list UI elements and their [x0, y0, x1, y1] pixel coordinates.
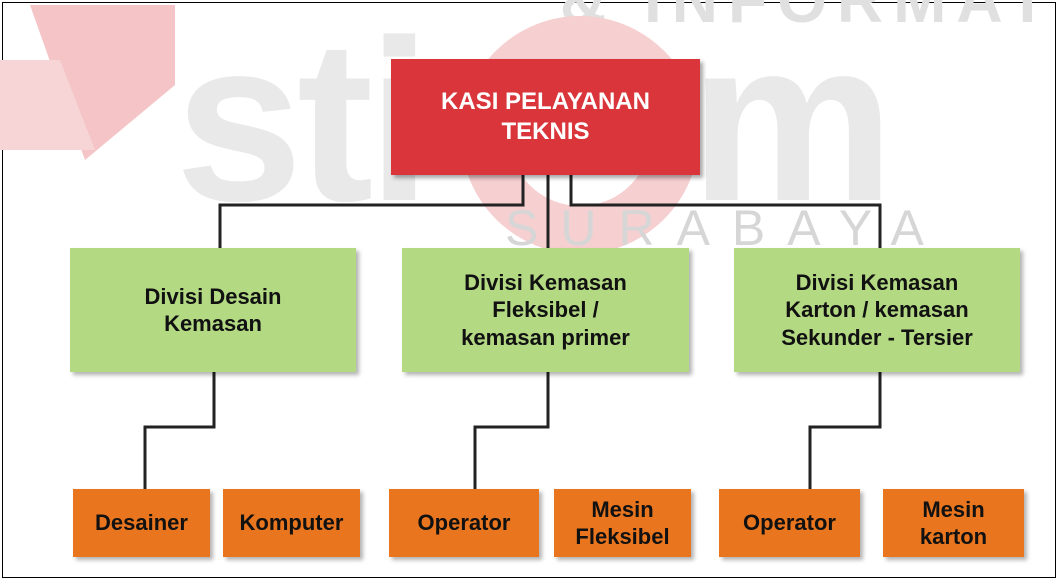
division-node-kemasan-fleksibel: Divisi Kemasan Fleksibel / kemasan prime…	[402, 248, 689, 372]
unit-node-operator-fleksibel: Operator	[389, 489, 539, 557]
division-node-label: Divisi Kemasan Karton / kemasan Sekunder…	[781, 269, 973, 350]
unit-node-mesin-fleksibel: Mesin Fleksibel	[554, 489, 691, 557]
unit-node-mesin-karton: Mesin karton	[883, 489, 1024, 557]
root-node-label: KASI PELAYANAN TEKNIS	[441, 88, 650, 145]
division-node-kemasan-karton: Divisi Kemasan Karton / kemasan Sekunder…	[734, 248, 1020, 372]
division-node-label: Divisi Kemasan Fleksibel / kemasan prime…	[461, 269, 630, 350]
unit-connectors	[143, 372, 882, 490]
unit-node-label: Operator	[743, 510, 836, 536]
connector-root-division-1	[218, 174, 525, 248]
unit-node-label: Operator	[417, 510, 511, 536]
division-node-label: Divisi Desain Kemasan	[144, 283, 282, 337]
connector-division-2-units	[473, 372, 550, 490]
root-connectors	[218, 174, 882, 248]
connector-root-division-3	[569, 174, 882, 248]
unit-node-label: Desainer	[95, 510, 188, 536]
unit-node-operator-karton: Operator	[719, 489, 860, 557]
division-node-desain-kemasan: Divisi Desain Kemasan	[70, 248, 356, 372]
unit-node-desainer: Desainer	[73, 489, 210, 557]
unit-node-komputer: Komputer	[223, 489, 360, 557]
connector-division-3-units	[808, 372, 882, 490]
unit-node-label: Mesin Fleksibel	[575, 496, 670, 550]
unit-node-label: Mesin karton	[919, 496, 988, 550]
connector-division-1-units	[143, 372, 216, 490]
unit-node-label: Komputer	[239, 510, 344, 536]
root-node-kasi-pelayanan-teknis: KASI PELAYANAN TEKNIS	[391, 59, 700, 175]
